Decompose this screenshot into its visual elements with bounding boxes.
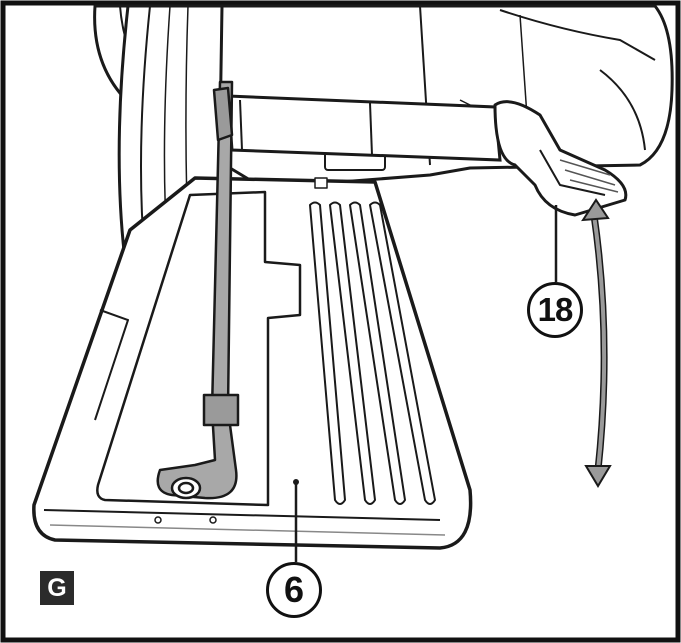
pivot-shaft (226, 94, 502, 162)
callout-6: 6 (266, 562, 322, 618)
callout-18: 18 (527, 282, 583, 338)
lock-lever (156, 80, 240, 500)
double-arrow-icon (581, 198, 612, 488)
leader-dot-6 (293, 479, 299, 485)
figure-label-badge: G (40, 571, 74, 605)
base-plate (32, 176, 473, 550)
